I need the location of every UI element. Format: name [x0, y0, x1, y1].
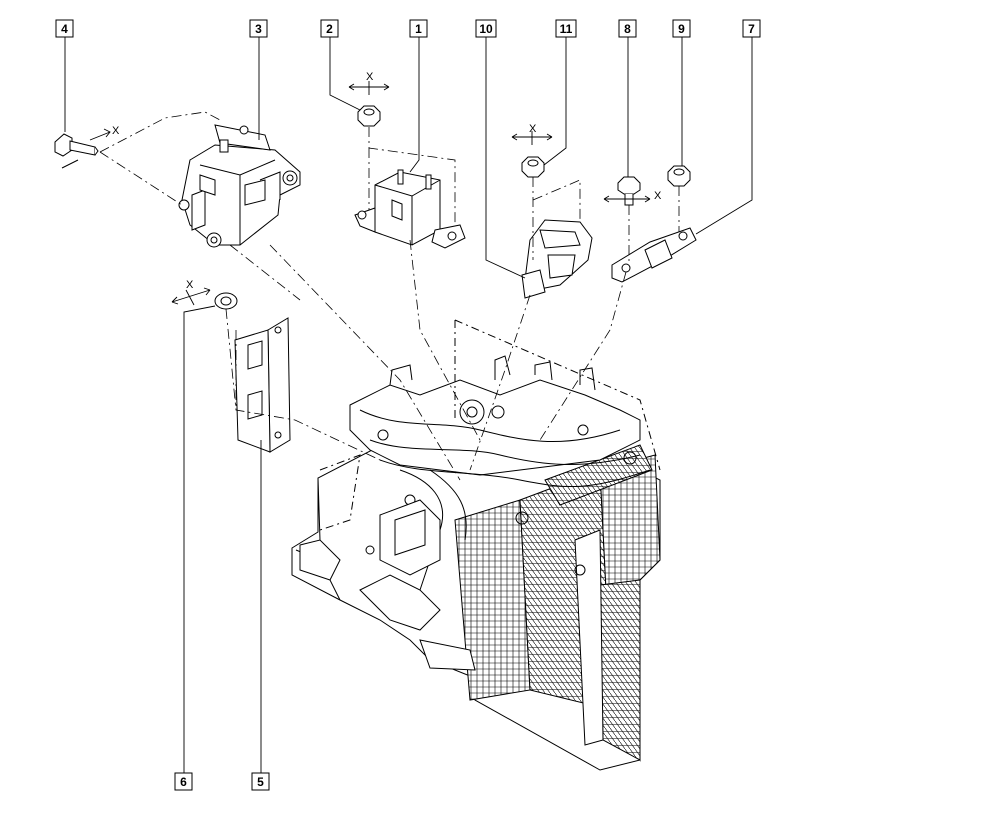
part-4-bolt	[54, 133, 99, 169]
part-2-nut	[357, 105, 381, 127]
part-9-nut	[667, 165, 691, 187]
torque-label-2: X	[366, 71, 374, 83]
callout-label-6: 6	[180, 775, 187, 789]
callout-label-9: 9	[678, 22, 685, 36]
callout-box-9	[672, 19, 691, 38]
torque-label-11: X	[529, 123, 537, 135]
torque-label-6: X	[186, 279, 194, 291]
callout-label-7: 7	[748, 22, 755, 36]
part-1-relay	[354, 169, 466, 249]
callout-label-11: 11	[560, 22, 573, 36]
part-10-connector	[521, 219, 593, 299]
callout-label-1: 1	[415, 22, 422, 36]
callout-box-8	[618, 19, 637, 38]
part-11-nut	[521, 156, 545, 178]
callout-label-4: 4	[61, 22, 68, 36]
callout-box-4	[55, 19, 74, 38]
callout-box-11	[555, 19, 577, 38]
callout-box-6	[174, 772, 193, 791]
callout-leaders	[64, 37, 753, 773]
callout-label-10: 10	[479, 22, 493, 36]
part-8-bolt	[617, 176, 641, 206]
torque-label-4: X	[112, 125, 120, 137]
callout-label-8: 8	[624, 22, 631, 36]
callout-box-7	[742, 19, 761, 38]
callout-label-5: 5	[257, 775, 264, 789]
torque-label-8: X	[654, 190, 662, 202]
torque-indicators	[89, 81, 651, 306]
callout-box-3	[249, 19, 268, 38]
callout-box-5	[251, 772, 270, 791]
part-5-fuse-board	[234, 317, 291, 453]
part-7-busbar	[611, 227, 697, 283]
callout-label-3: 3	[255, 22, 262, 36]
callout-box-2	[320, 19, 339, 38]
part-3-relay-block	[178, 124, 301, 248]
callout-box-1	[409, 19, 428, 38]
part-6-grommet	[214, 292, 238, 310]
callout-boxes	[55, 19, 761, 791]
battery-pack-assembly	[291, 319, 661, 771]
callout-label-2: 2	[326, 22, 333, 36]
callout-box-10	[475, 19, 497, 38]
assembly-guide-lines	[99, 111, 680, 481]
